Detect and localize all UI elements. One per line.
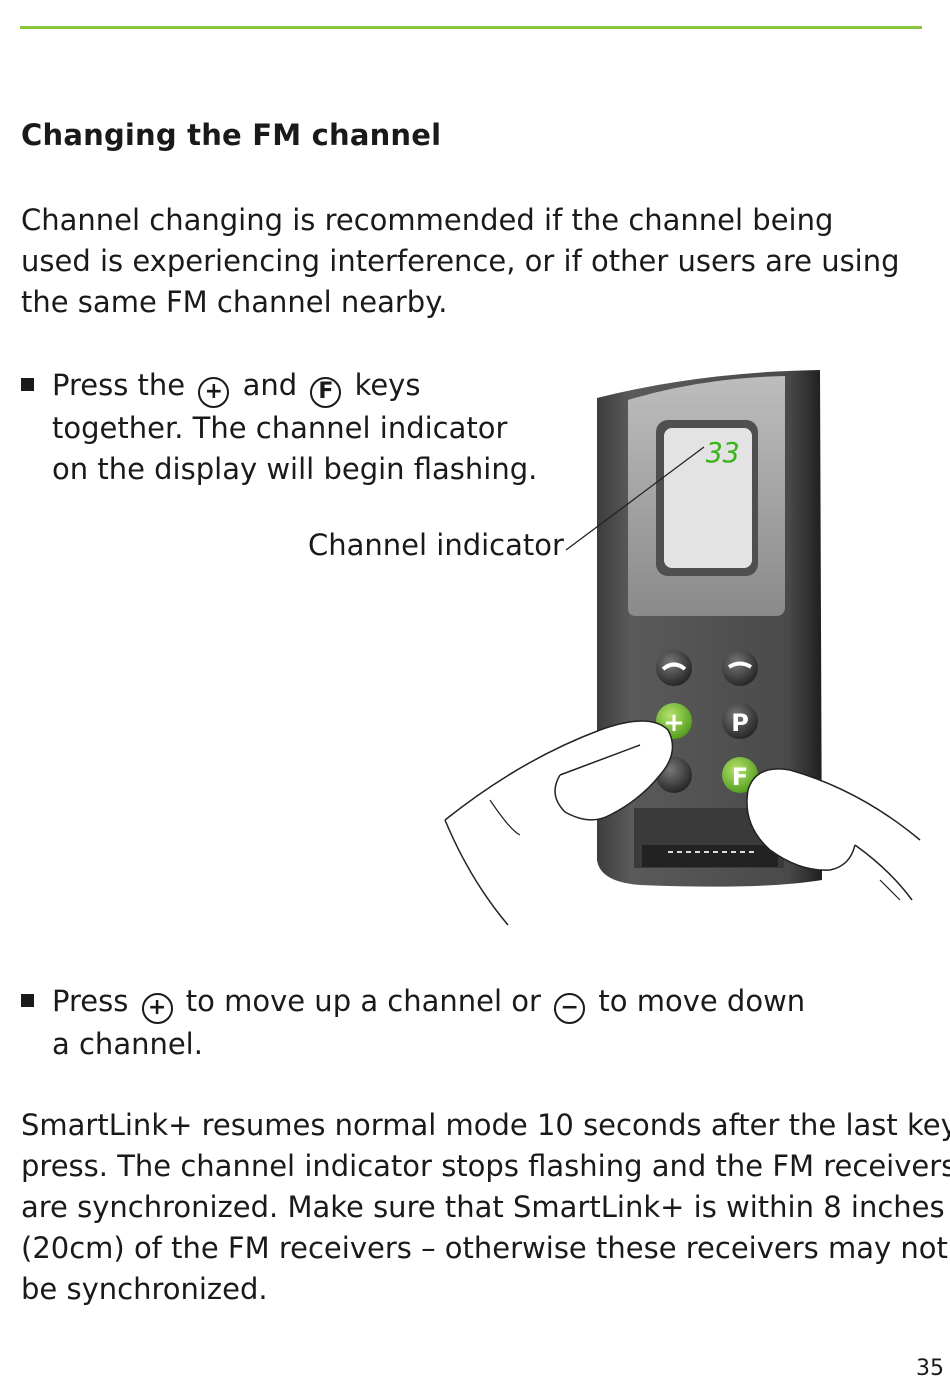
closing-line: SmartLink+ resumes normal mode 10 second… (21, 1108, 950, 1142)
minus-key-icon: − (554, 993, 586, 1024)
smartlink-device-illustration: 33 + P F (444, 370, 921, 926)
p-button-icon (722, 703, 758, 739)
closing-line: be synchronized. (21, 1272, 268, 1306)
channel-indicator-label: Channel indicator (308, 528, 564, 562)
f-button-icon (722, 757, 758, 793)
callout-leader-line (565, 446, 705, 551)
page-number: 35 (916, 1356, 944, 1381)
step1-line-3: on the display will begin flashing. (52, 452, 538, 486)
step-2: Press + to move up a channel or − to mov… (21, 981, 805, 1065)
intro-line: Channel changing is recommended if the c… (21, 203, 834, 237)
step1-keys-text: keys (354, 368, 421, 402)
intro-paragraph: Channel changing is recommended if the c… (21, 200, 921, 323)
step2-down-text: to move down (598, 984, 806, 1018)
top-rule (20, 26, 922, 29)
left-finger-icon (444, 720, 674, 821)
bullet-square-icon (21, 378, 34, 391)
plus-key-icon: + (141, 993, 173, 1024)
closing-line: are synchronized. Make sure that SmartLi… (21, 1190, 945, 1224)
call-end-button-icon (722, 650, 758, 686)
svg-text:F: F (732, 763, 748, 791)
call-accept-button-icon (656, 650, 692, 686)
step-1: Press the + and F keys together. The cha… (21, 365, 537, 490)
closing-line: press. The channel indicator stops flash… (21, 1149, 950, 1183)
step2-press-text: Press (52, 984, 129, 1018)
channel-display-value: 33 (705, 436, 740, 469)
step1-press-text: Press the (52, 368, 186, 402)
intro-line: the same FM channel nearby. (21, 285, 448, 319)
bullet-square-icon (21, 994, 34, 1007)
step2-line-2: a channel. (52, 1027, 203, 1061)
closing-line: (20cm) of the FM receivers – otherwise t… (21, 1231, 948, 1265)
step1-line-2: together. The channel indicator (52, 411, 508, 445)
right-finger-icon (746, 768, 921, 901)
step2-up-text: to move up a channel or (185, 984, 541, 1018)
step1-and-text: and (242, 368, 298, 402)
svg-text:P: P (731, 709, 749, 737)
f-key-icon: F (310, 377, 342, 408)
closing-paragraph: SmartLink+ resumes normal mode 10 second… (21, 1105, 950, 1310)
section-heading: Changing the FM channel (21, 118, 442, 152)
intro-line: used is experiencing interference, or if… (21, 244, 900, 278)
plus-key-icon: + (198, 377, 230, 408)
